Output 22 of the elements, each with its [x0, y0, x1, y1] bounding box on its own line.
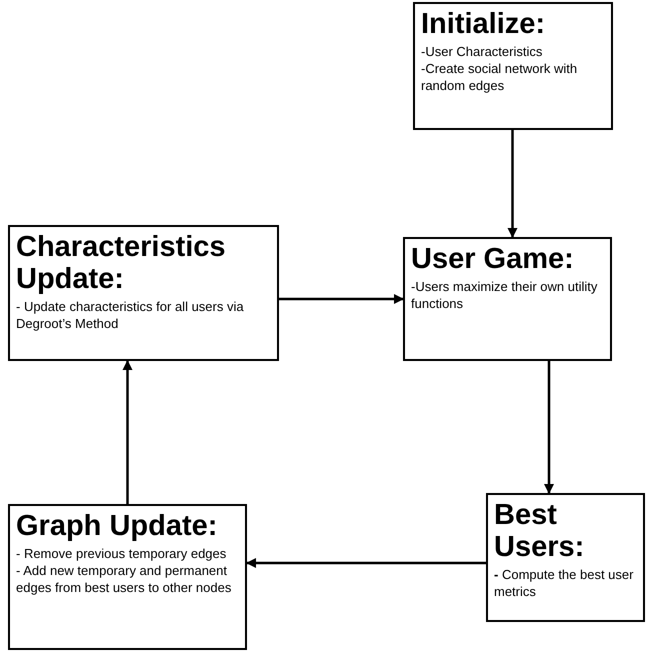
box-heading: Characteristics Update: — [16, 231, 227, 295]
box-heading: Graph Update: — [16, 510, 218, 542]
box-text: - Compute the best user metrics — [494, 566, 634, 600]
process-box — [8, 225, 279, 361]
box-heading: Best Users: — [494, 499, 586, 563]
box-text: -User Characteristics — [421, 43, 544, 60]
arrow — [508, 130, 518, 238]
box-text: - Update characteristics for all users via Degroot’s Method — [16, 298, 245, 332]
process-box — [486, 493, 645, 622]
process-box — [413, 2, 613, 130]
arrow — [279, 294, 404, 304]
box-text: -Users maximize their own utility functions — [411, 278, 598, 312]
box-text: - Remove previous temporary edges — [16, 545, 228, 562]
arrow — [544, 361, 554, 494]
arrow — [246, 558, 486, 568]
process-box — [8, 504, 247, 650]
box-heading: User Game: — [411, 243, 575, 275]
box-text: - Add new temporary and permanent edges from best users to other nodes — [16, 562, 232, 596]
box-text: -Create social network with random edges — [421, 60, 578, 94]
process-box — [403, 237, 612, 361]
box-heading: Initialize: — [421, 8, 546, 40]
arrow — [122, 360, 132, 504]
